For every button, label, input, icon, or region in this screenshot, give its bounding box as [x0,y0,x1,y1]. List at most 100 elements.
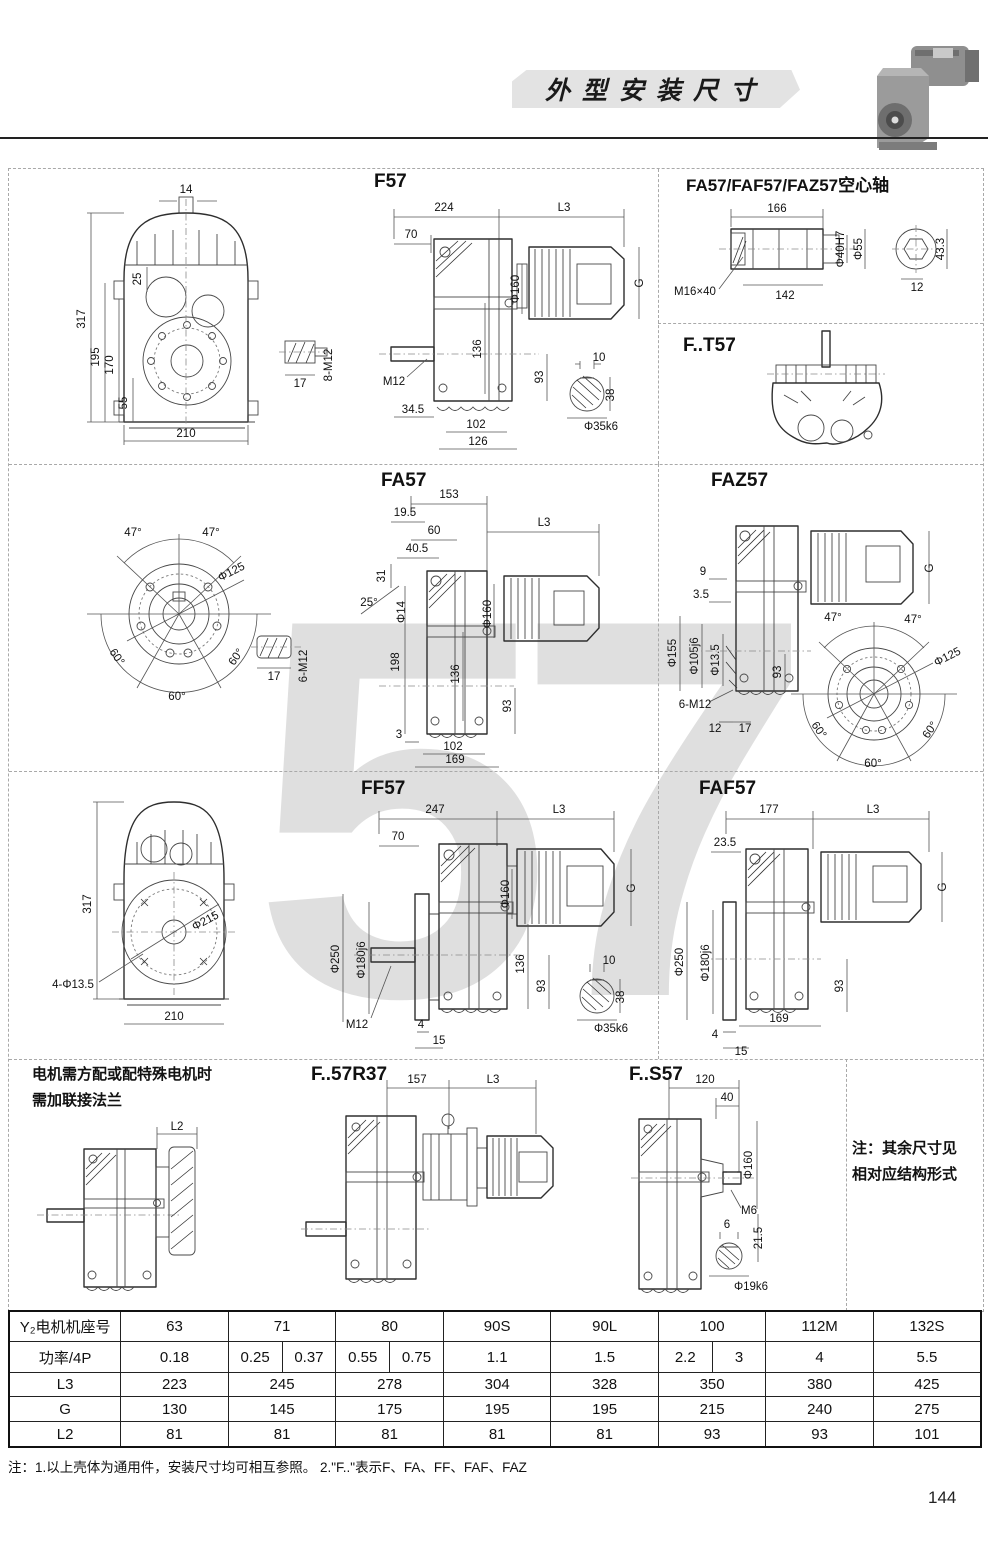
dim: M16×40 [674,286,716,298]
table-cell: 240 [765,1396,874,1423]
dim: Φ35k6 [584,421,618,433]
table-cell: 328 [550,1371,659,1398]
dim: L3 [867,804,880,816]
dim: 12 [709,723,722,735]
dim: 224 [434,202,454,214]
table-cell: 4 [765,1341,874,1373]
fs57-drawing: F..S57 120 40 Φ160 M6 6 [629,1064,768,1293]
table-cell: 71 [227,1310,337,1343]
dim: 93 [534,371,546,384]
panel-title: F57 [374,171,407,192]
l2-flange-drawing: L2 [37,1121,198,1291]
table-cell: 350 [657,1371,767,1398]
dim: Φ14 [396,600,408,623]
dim: 47° [124,527,141,539]
table-cell: 132S [872,1310,982,1343]
table-cell: 0.37 [281,1341,337,1373]
row-label: L3 [8,1371,122,1398]
dim: Φ180j6 [700,944,712,981]
dim: 195 [90,347,102,366]
table-cell: 425 [872,1371,982,1398]
dim: 4-Φ13.5 [52,979,94,991]
table-row: L3 223 245 278 304 328 350 380 425 [8,1371,982,1398]
hollow-shaft-drawing: FA57/FAF57/FAZ57空心轴 166 M16×40 142 Φ40H7… [674,175,948,302]
dim: 3 [396,729,402,741]
dim: L2 [171,1121,184,1133]
dim: 19.5 [394,507,416,519]
panel-title: F..57R37 [311,1064,387,1085]
dim: Φ55 [853,238,865,260]
dim: 25 [132,273,144,286]
dim: 15 [433,1035,446,1047]
dim: 177 [759,804,778,816]
dim: 6 [724,1219,730,1231]
dim: 60° [168,691,185,703]
table-cell: 90S [442,1310,552,1343]
dim: 17 [739,723,752,735]
dim: 126 [468,436,487,448]
dim: 21.5 [753,1227,765,1249]
panel-title: F..T57 [683,335,736,356]
motor-flange-note: 电机需方配或配特殊电机时 需加联接法兰 [32,1066,213,1109]
table-cell: 3 [711,1341,767,1373]
dim: L3 [553,804,566,816]
dim: Φ125 [932,646,963,670]
dim: Φ215 [190,909,221,933]
panel-title: FAF57 [699,778,756,799]
dim: 38 [605,389,617,402]
footnote: 注：1.以上壳体为通用件，安装尺寸均可相互参照。 2."F.."表示F、FA、F… [8,1460,527,1475]
table-cell: 101 [872,1421,982,1448]
dim: Φ250 [330,945,342,973]
dim: 93 [536,980,548,993]
dim: Φ160 [482,600,494,628]
row-label: G [8,1396,122,1423]
panel-title: F..S57 [629,1064,683,1085]
dim: 93 [502,700,514,713]
table-cell: 0.25 [227,1341,283,1373]
table-cell: 304 [442,1371,552,1398]
table-cell: 145 [227,1396,337,1423]
panel-title: FA57 [381,470,426,491]
motor-spec-table: Y₂电机机座号 63 71 80 90S 90L 100 112M 132S 功… [8,1310,982,1448]
dim: 4 [418,1019,425,1031]
table-row: L2 81 81 81 81 81 93 93 101 [8,1421,982,1448]
ff57-front-view-drawing: 317 Φ215 4-Φ13.5 210 [52,801,236,1025]
page-title-band: 外型安装尺寸 [512,70,800,108]
dim: 60 [428,525,441,537]
table-cell: 81 [335,1421,444,1448]
dim: 170 [104,355,116,374]
table-cell: 278 [335,1371,444,1398]
table-cell: 130 [120,1396,229,1423]
table-cell: 100 [657,1310,767,1343]
ft57-drawing: F..T57 [683,330,885,445]
dim: Φ160 [500,880,512,908]
table-cell: 80 [335,1310,444,1343]
panel-title: FAZ57 [711,470,768,491]
dim: 93 [772,666,784,679]
dim: L3 [558,202,571,214]
dim: M6 [741,1205,757,1217]
other-dims-note: 注：其余尺寸见 相对应结构形式 [852,1140,958,1183]
table-row: G 130 145 175 195 195 215 240 275 [8,1396,982,1423]
dim: Φ40H7 [835,231,847,268]
dim: 157 [407,1074,426,1086]
table-cell: 81 [442,1421,552,1448]
product-photo [877,46,979,150]
ff57-side-view-drawing: FF57 247 L3 70 Φ160 G Φ250 [330,778,638,1049]
dim: G [924,563,936,572]
f57-front-view-drawing: 14 25 317 195 170 55 210 17 8-M12 [76,184,335,445]
f57-side-view-drawing: F57 224 L3 70 Φ160 G 136 [374,171,646,450]
table-cell: 5.5 [872,1341,982,1373]
table-row: Y₂电机机座号 63 71 80 90S 90L 100 112M 132S [8,1310,982,1343]
dim: 60° [921,720,941,741]
dim: 210 [176,428,195,440]
row-label: Y₂电机机座号 [8,1310,122,1343]
faz57-drawing: FAZ57 G 9 3.5 Φ155 Φ105j6 Φ13.5 [667,470,963,770]
dim: 17 [268,671,281,683]
dim: 166 [767,203,786,215]
dim: 136 [472,339,484,358]
dim: 198 [390,652,402,671]
table-cell: 1.5 [550,1341,659,1373]
dim: 169 [769,1013,788,1025]
